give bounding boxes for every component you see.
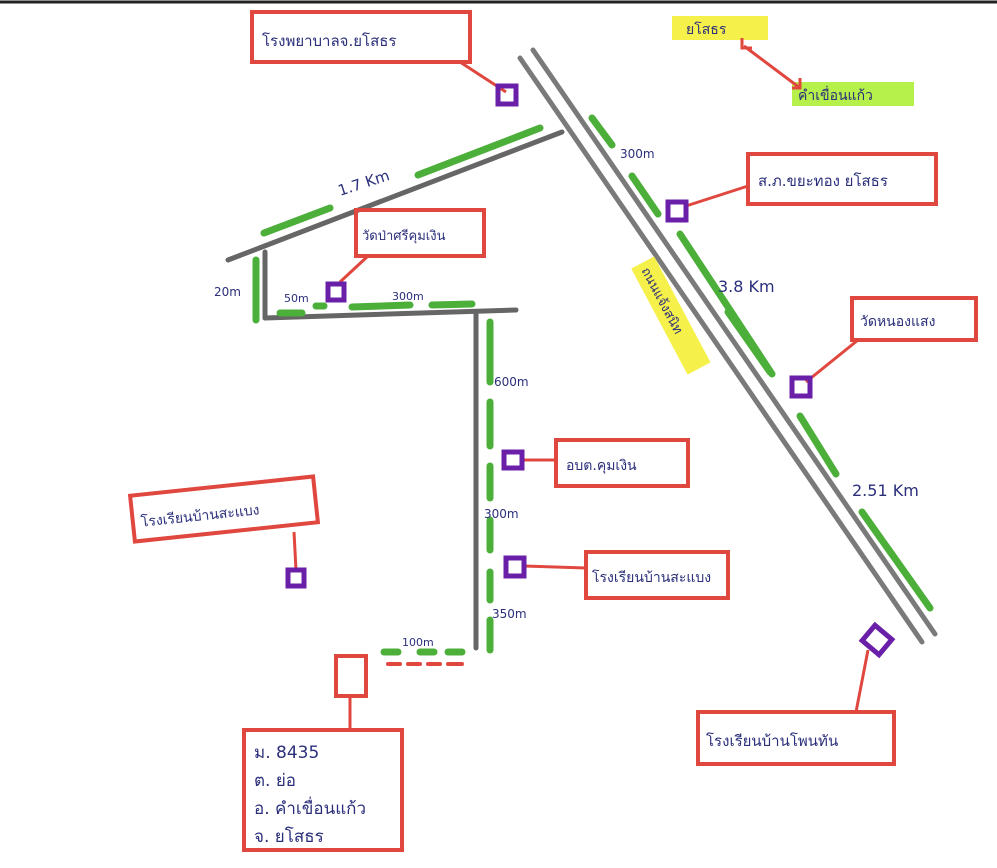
hospital-pin-icon: [495, 83, 519, 107]
svg-text:อบต.คุมเงิน: อบต.คุมเงิน: [566, 458, 637, 474]
place-school-left: โรงเรียนบ้านสะแบง: [127, 474, 321, 589]
main-highway: [517, 47, 938, 645]
police-pin-icon: [665, 199, 689, 223]
temple-right-pin-icon: [789, 375, 813, 399]
address-line-1: ม. 8435: [254, 743, 319, 763]
svg-text:โรงพยาบาลจ.ยโสธร: โรงพยาบาลจ.ยโสธร: [262, 32, 396, 50]
distance-label-5: 300m: [392, 290, 424, 303]
place-temple-top: วัดป่าศรีคุมเงิน: [325, 208, 486, 303]
direction-arrow-line: [743, 44, 801, 90]
svg-text:โรงเรียนบ้านสะแบง: โรงเรียนบ้านสะแบง: [592, 569, 711, 586]
place-school-right: โรงเรียนบ้านโพนทัน: [696, 621, 896, 766]
distance-label-11: 2.51 Km: [852, 481, 919, 500]
distance-label-2: 300m: [620, 147, 655, 161]
place-temple-right: วัดหนองแสง: [789, 296, 978, 399]
school-right-pin-icon: [858, 621, 896, 659]
address-line-3: อ. คำเขื่อนแก้ว: [254, 796, 366, 819]
distance-label-10: 3.8 Km: [718, 277, 775, 296]
highway-distance-segments: [588, 114, 934, 612]
distance-label-1: 1.7 Km: [336, 166, 392, 200]
distance-label-6: 600m: [494, 375, 529, 389]
svg-text:โรงเรียนบ้านสะแบง: โรงเรียนบ้านสะแบง: [140, 501, 260, 530]
place-tambon-office: อบต.คุมเงิน: [501, 438, 690, 488]
direction-from-highlight: [672, 16, 768, 40]
school-village-pin-icon: [503, 555, 527, 579]
svg-text:โรงเรียนบ้านโพนทัน: โรงเรียนบ้านโพนทัน: [706, 732, 838, 750]
address-line-2: ต. ย่อ: [254, 771, 296, 791]
direction-to-label: คำเขื่อนแก้ว: [798, 86, 873, 104]
distance-label-4: 50m: [284, 292, 309, 305]
temple-top-pin-icon: [325, 281, 347, 303]
direction-from-label: ยโสธร: [686, 21, 727, 38]
tambon-office-pin-icon: [501, 449, 525, 471]
distance-label-9: 100m: [402, 636, 434, 649]
svg-text:วัดหนองแสง: วัดหนองแสง: [860, 314, 935, 330]
svg-text:ส.ภ.ขยะทอง ยโสธร: ส.ภ.ขยะทอง ยโสธร: [758, 172, 888, 190]
place-police: ส.ภ.ขยะทอง ยโสธร: [665, 152, 938, 223]
branch-road: [225, 129, 565, 651]
place-school-village: โรงเรียนบ้านสะแบง: [503, 550, 730, 600]
direction-indicator: ยโสธร คำเขื่อนแก้ว: [672, 16, 914, 106]
svg-text:วัดป่าศรีคุมเงิน: วัดป่าศรีคุมเงิน: [362, 228, 446, 244]
house-marker-icon: [334, 654, 368, 698]
address-box: [242, 728, 404, 852]
distance-label-3: 20m: [214, 285, 241, 299]
distance-label-7: 300m: [484, 507, 519, 521]
address-line-4: จ. ยโสธร: [254, 826, 324, 847]
school-left-pin-icon: [285, 567, 307, 589]
distance-label-8: 350m: [492, 607, 527, 621]
place-hospital: โรงพยาบาลจ.ยโสธร: [250, 10, 519, 107]
branch-distance-segments: [252, 124, 544, 656]
destination-house: ม. 8435 ต. ย่อ อ. คำเขื่อนแก้ว จ. ยโสธร: [242, 654, 404, 852]
direction-to-highlight: [792, 82, 914, 106]
arrow-head-down-icon: [792, 78, 802, 90]
arrow-head-up-icon: [740, 38, 752, 50]
